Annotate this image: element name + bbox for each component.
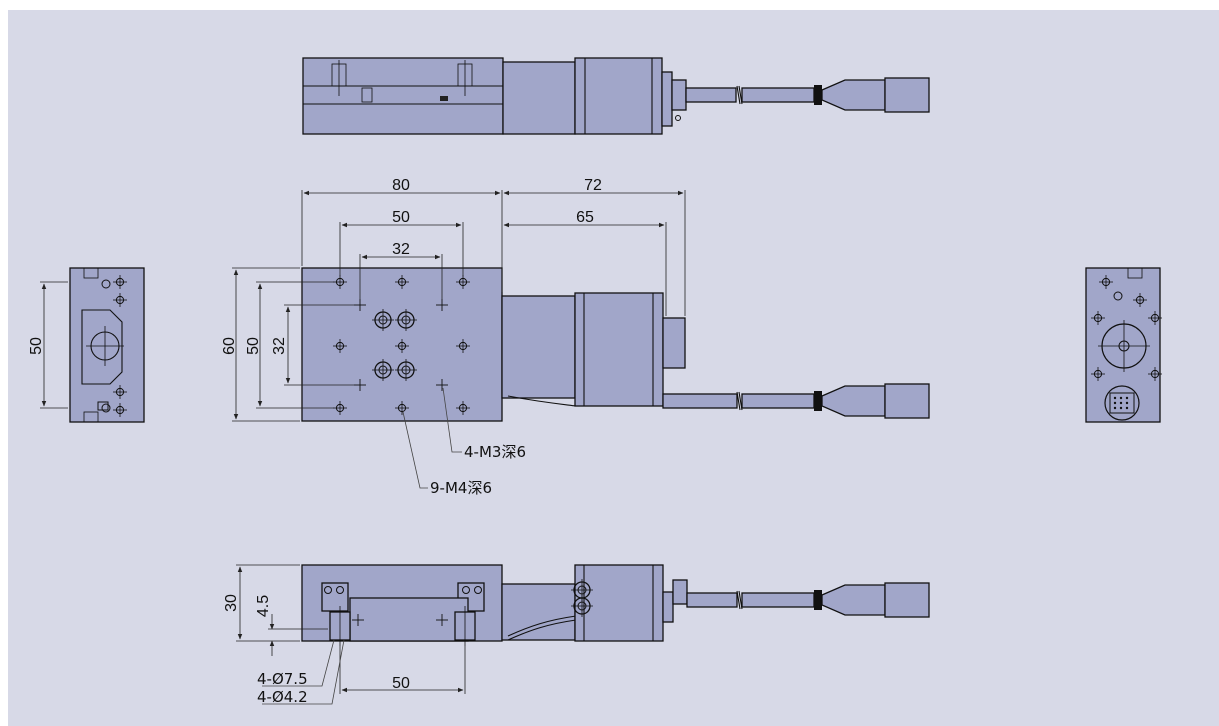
side-view-upper bbox=[302, 57, 930, 135]
dim-motor-length: 72 bbox=[584, 177, 602, 194]
dim-left-height: 50 bbox=[28, 337, 45, 355]
right-end-view bbox=[1085, 267, 1163, 423]
dim-width: 60 bbox=[221, 337, 238, 355]
left-end-view: 50 bbox=[28, 267, 145, 423]
dim-hole-pitch-y-outer: 50 bbox=[245, 337, 262, 355]
callout-thru-hole: 4-Ø4.2 bbox=[257, 688, 308, 706]
dim-front-hole-pitch: 50 bbox=[392, 675, 410, 692]
dim-total-length: 80 bbox=[392, 177, 410, 194]
dim-motor-reach: 65 bbox=[576, 209, 594, 226]
motor-coupler bbox=[501, 295, 576, 399]
dim-front-height: 30 bbox=[223, 594, 240, 612]
callout-m3-holes: 4-M3深6 bbox=[464, 443, 526, 461]
motor-body bbox=[574, 292, 664, 407]
callout-counterbore: 4-Ø7.5 bbox=[257, 670, 308, 688]
top-margin bbox=[0, 0, 1219, 10]
front-view: 30 4.5 50 4-Ø7.5 4-Ø4.2 bbox=[223, 564, 930, 706]
dim-front-offset: 4.5 bbox=[255, 595, 272, 617]
dim-hole-pitch-x-inner: 32 bbox=[392, 241, 410, 258]
dim-hole-pitch-y-inner: 32 bbox=[271, 337, 288, 355]
callout-m4-holes: 9-M4深6 bbox=[430, 479, 492, 497]
top-view: 80 72 50 65 32 60 50 32 4-M3深6 9-M4深6 bbox=[221, 177, 930, 497]
dim-hole-pitch-x-outer: 50 bbox=[392, 209, 410, 226]
